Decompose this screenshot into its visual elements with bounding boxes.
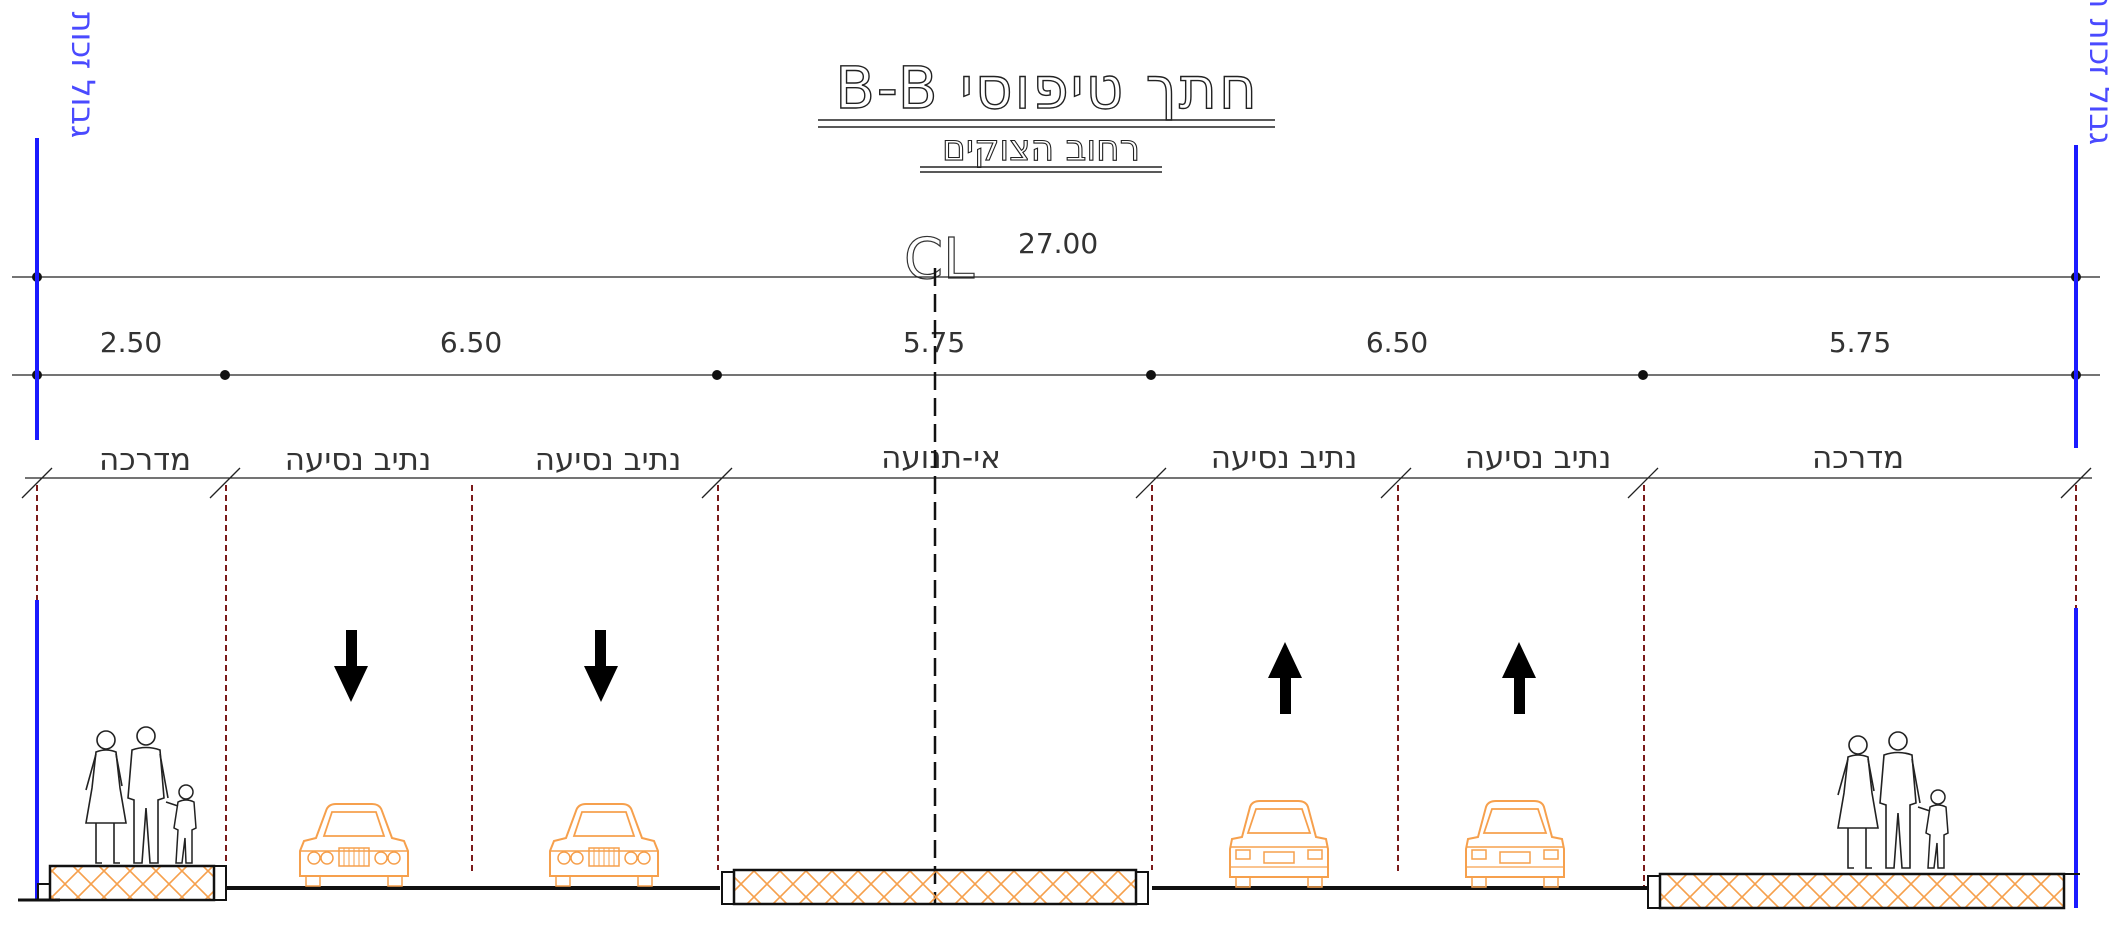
segment-width-label: 6.50 (440, 326, 502, 359)
car-front-icon (549, 803, 659, 887)
sidewalk-right (1647, 872, 2080, 910)
dimension-node (1638, 370, 1648, 380)
row-boundary-label-left: גבול זכות הדרך (64, 0, 102, 138)
car-front-icon (299, 803, 409, 887)
segment-width-label: 2.50 (100, 326, 162, 359)
median-island (721, 868, 1149, 906)
car-rear-icon (1229, 800, 1329, 888)
lane-label-travel-4: נתיב נסיעה (1465, 440, 1612, 476)
lane-label-sidewalk-right: מדרכה (1812, 440, 1904, 476)
segment-width-label: 6.50 (1366, 326, 1428, 359)
centerline-label: CL (904, 227, 974, 292)
dimension-node (1146, 370, 1156, 380)
sidewalk-left (37, 864, 227, 902)
segment-width-label: 5.75 (1829, 326, 1891, 359)
arrow-down-icon (584, 630, 618, 702)
total-width-label: 27.00 (1018, 227, 1098, 260)
car-rear-icon (1465, 800, 1565, 888)
lane-label-travel-2: נתיב נסיעה (535, 442, 682, 478)
lane-label-median: אי-תנועה (881, 440, 1001, 476)
drawing-title: חתך טיפוסי B-B (835, 54, 1259, 122)
pedestrian-family-icon (85, 726, 197, 864)
lane-label-travel-1: נתיב נסיעה (285, 442, 432, 478)
arrow-up-icon (1502, 642, 1536, 714)
lane-ticks (21, 467, 2092, 499)
pedestrian-family-icon (1837, 731, 1949, 869)
dimension-node (220, 370, 230, 380)
arrow-down-icon (334, 630, 368, 702)
dimension-node (712, 370, 722, 380)
lane-dividers (36, 485, 2077, 888)
row-boundary-label-right: גבול זכות הדרך (2082, 0, 2109, 145)
lane-label-sidewalk-left: מדרכה (99, 442, 191, 478)
lane-label-travel-3: נתיב נסיעה (1211, 440, 1358, 476)
drawing-subtitle: רחוב הצוקים (942, 128, 1140, 169)
arrow-up-icon (1268, 642, 1302, 714)
